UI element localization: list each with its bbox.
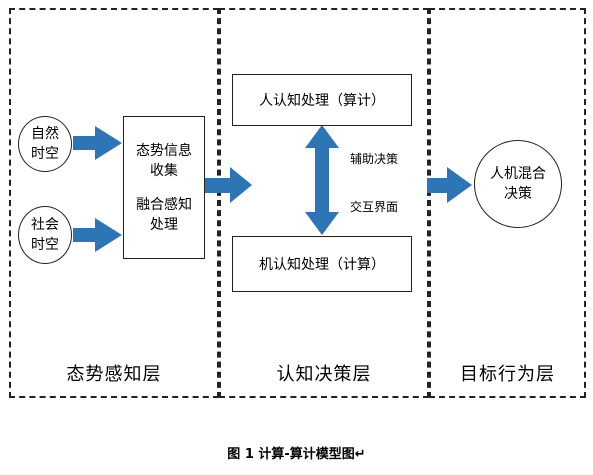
machine-cognition-label: 机认知处理（计算） <box>259 257 385 273</box>
social-space-node: 社会时空 <box>18 206 72 264</box>
double-arrow-interaction <box>305 125 339 235</box>
human-cognition-label: 人认知处理（算计） <box>259 93 385 109</box>
layer-label-target-behavior: 目标行为层 <box>460 364 555 385</box>
machine-cognition-box: 机认知处理（计算） <box>232 236 412 292</box>
info-collect-box: 态势信息收集 融合感知处理 <box>123 116 205 259</box>
arrow-natural-to-collect <box>73 126 122 160</box>
target-behavior-layer: 目标行为层 <box>429 8 586 398</box>
arrow-social-to-collect <box>73 218 122 252</box>
hybrid-decision-node: 人机混合决策 <box>474 140 562 228</box>
assist-decision-label: 辅助决策 <box>350 152 399 166</box>
situation-awareness-layer: 态势感知层 <box>9 8 219 398</box>
arrow-cognition-to-decision <box>427 167 472 203</box>
info-collect-label: 态势信息收集 <box>136 142 192 179</box>
human-cognition-box: 人认知处理（算计） <box>232 74 412 126</box>
figure-caption: 图 1 计算-算计模型图↵ <box>227 447 366 462</box>
natural-space-node: 自然时空 <box>18 116 72 172</box>
social-space-label: 社会时空 <box>31 217 59 253</box>
interaction-interface-label: 交互界面 <box>350 200 399 214</box>
fusion-perception-label: 融合感知处理 <box>136 196 192 233</box>
arrow-collect-to-cognition <box>205 167 252 203</box>
natural-space-label: 自然时空 <box>31 126 59 162</box>
layer-label-cognitive-decision: 认知决策层 <box>276 364 372 385</box>
cognitive-decision-layer: 认知决策层 <box>219 8 429 398</box>
layer-label-situation-awareness: 态势感知层 <box>66 364 162 385</box>
hybrid-decision-label: 人机混合决策 <box>490 166 546 202</box>
